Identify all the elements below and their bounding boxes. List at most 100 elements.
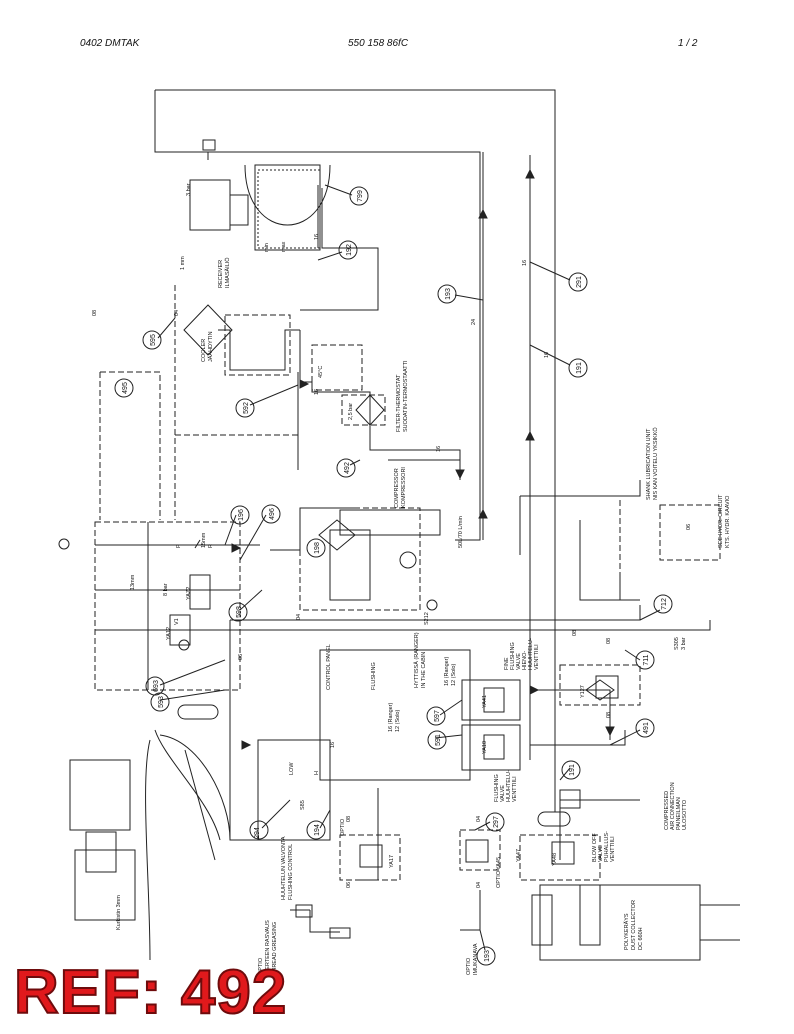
svg-text:191: 191 bbox=[569, 764, 576, 776]
svg-text:08: 08 bbox=[346, 816, 352, 822]
label-see-hydr-circuit: SEE HYDR. CIRCUITKTS. HYDR. KAAVIO bbox=[718, 494, 731, 548]
label-optio-1: OPTIO bbox=[340, 818, 346, 836]
svg-text:16: 16 bbox=[522, 260, 528, 266]
svg-text:496: 496 bbox=[269, 508, 276, 520]
svg-text:24: 24 bbox=[471, 319, 477, 325]
svg-text:04: 04 bbox=[296, 614, 302, 620]
bubble-192 bbox=[338, 240, 358, 260]
bubble-198 bbox=[306, 538, 326, 558]
label-yaz2: YAZ2 bbox=[186, 587, 192, 600]
label-s305: S3053 bar bbox=[674, 637, 687, 650]
svg-text:08: 08 bbox=[606, 712, 612, 718]
label-ya17: YA17 bbox=[389, 855, 395, 868]
label-ya10: YA10 bbox=[482, 741, 488, 754]
label-flushing-control: HUUHTELUN VALVONTAFLUSHING CONTROL bbox=[281, 836, 294, 900]
label-v1: V1 bbox=[174, 618, 180, 625]
svg-text:16: 16 bbox=[544, 352, 550, 358]
label-s212: S212 bbox=[424, 612, 430, 625]
svg-text:191: 191 bbox=[576, 362, 583, 374]
bubble-496 bbox=[261, 504, 281, 524]
svg-text:598: 598 bbox=[236, 606, 243, 618]
label-compressor: COMPRESSORKOMPRESSORI bbox=[394, 467, 407, 508]
label-ranger-b: 16 (Ranger)12 (Solo) bbox=[388, 702, 401, 732]
label-cooler: COOLERJÄÄHDYTIN bbox=[201, 331, 214, 362]
svg-text:593: 593 bbox=[158, 696, 165, 708]
svg-text:06: 06 bbox=[346, 882, 352, 888]
bubble-799 bbox=[349, 186, 369, 206]
bubble-597 bbox=[426, 706, 446, 726]
label-optio-2: OPTIO bbox=[496, 870, 502, 888]
svg-text:193: 193 bbox=[484, 950, 491, 962]
svg-text:711: 711 bbox=[643, 654, 650, 665]
label-ya48: YA48 bbox=[552, 853, 558, 866]
bubble-593 bbox=[150, 692, 170, 712]
svg-text:06: 06 bbox=[238, 654, 244, 660]
svg-text:196: 196 bbox=[238, 509, 245, 521]
svg-text:04: 04 bbox=[476, 882, 482, 888]
svg-text:291: 291 bbox=[576, 276, 583, 288]
label-ya45: YA45 bbox=[496, 857, 502, 870]
bubble-194 bbox=[306, 820, 326, 840]
bubble-712 bbox=[653, 594, 673, 614]
svg-text:08: 08 bbox=[572, 630, 578, 636]
label-low: LOW bbox=[289, 762, 295, 775]
svg-text:193: 193 bbox=[445, 288, 452, 300]
svg-text:491: 491 bbox=[643, 722, 650, 734]
svg-text:693: 693 bbox=[153, 680, 160, 692]
bubble-196 bbox=[230, 505, 250, 525]
svg-text:06: 06 bbox=[686, 524, 692, 530]
label-15mm: 15mm bbox=[201, 532, 207, 548]
svg-text:294: 294 bbox=[254, 827, 261, 839]
label-receiver: RECEIVERILMASÄILIÖ bbox=[218, 257, 231, 288]
flow-arrows bbox=[231, 168, 615, 750]
svg-text:04: 04 bbox=[476, 816, 482, 822]
label-ya12: YA12 bbox=[166, 627, 172, 640]
bubble-193 bbox=[437, 284, 457, 304]
svg-text:08: 08 bbox=[606, 638, 612, 644]
header-left: 0402 DMTAK bbox=[80, 38, 140, 49]
svg-text:495: 495 bbox=[122, 382, 129, 394]
label-1mm: 1 mm bbox=[180, 256, 186, 270]
label-3bar: 3 bar bbox=[186, 183, 192, 196]
svg-text:712: 712 bbox=[661, 598, 668, 610]
bubble-leaders bbox=[157, 184, 661, 951]
bubble-598 bbox=[228, 602, 248, 622]
bubble-291 bbox=[568, 272, 588, 292]
label-flow: 50L/70 L/min bbox=[458, 516, 464, 548]
label-r: R bbox=[208, 544, 214, 548]
label-h: H bbox=[314, 771, 320, 775]
bubble-592 bbox=[235, 398, 255, 418]
svg-text:192: 192 bbox=[346, 244, 353, 256]
label-dust-collector: POLYKERÄYSDUST COLLECTORDC 660H bbox=[623, 900, 644, 950]
label-ranger-a: 16 (Ranger)12 (Solo) bbox=[444, 656, 457, 686]
svg-text:591: 591 bbox=[435, 734, 442, 746]
label-min: min bbox=[264, 243, 270, 252]
line-size-tags: 08 04 16 16 16 24 16 16 04 06 08 08 08 1… bbox=[92, 234, 692, 888]
reference-banner: REF: 492 bbox=[13, 958, 288, 1027]
label-flushing-valve: FLUSHINGVALVEHUUHTELU-VENTTIILI bbox=[494, 770, 518, 802]
label-ya47: YA47 bbox=[516, 849, 522, 862]
svg-text:16: 16 bbox=[436, 446, 442, 452]
svg-text:194: 194 bbox=[314, 824, 321, 836]
bubble-191 bbox=[568, 358, 588, 378]
bubble-495 bbox=[114, 378, 134, 398]
svg-text:597: 597 bbox=[434, 710, 441, 722]
svg-text:16: 16 bbox=[314, 234, 320, 240]
label-s585: S85 bbox=[300, 800, 306, 810]
label-max: max bbox=[281, 241, 287, 252]
svg-text:799: 799 bbox=[357, 190, 364, 202]
svg-text:592: 592 bbox=[243, 402, 250, 414]
bubble-191b bbox=[561, 760, 581, 780]
label-kurkistin: Kurkistin 3mm bbox=[116, 895, 122, 930]
svg-text:16: 16 bbox=[314, 389, 320, 395]
label-filter-thermostat: FILTER-THERMOSTATSUODATIN-TERMOSTAATTI bbox=[396, 360, 409, 432]
svg-text:492: 492 bbox=[344, 462, 351, 474]
label-imukanava: OPTIOIMUKANAVA bbox=[466, 943, 479, 975]
svg-text:16: 16 bbox=[330, 742, 336, 748]
svg-text:595: 595 bbox=[150, 334, 157, 346]
label-thread-greasing: OPTIOKIERTEEN RASVAUSTHREAD GREASING bbox=[258, 920, 278, 975]
header-page-number: 1 / 2 bbox=[678, 38, 698, 49]
bubble-492 bbox=[336, 458, 356, 478]
label-temp: 45°C bbox=[318, 366, 324, 378]
